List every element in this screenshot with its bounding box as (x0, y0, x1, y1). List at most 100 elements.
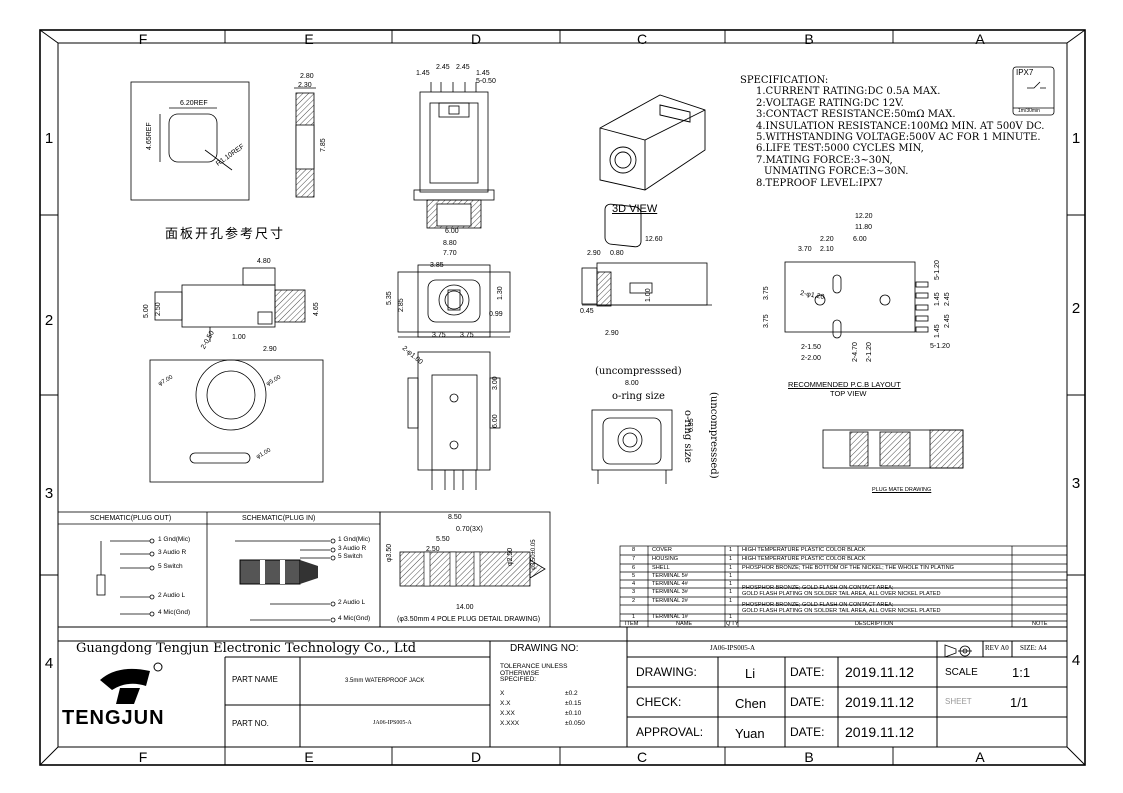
ipx-badge-note: 1m/30min (1018, 108, 1040, 114)
zone-row-right-3: 3 (1071, 475, 1081, 492)
spec-item: 2:VOLTAGE RATING:DC 12V. (756, 97, 904, 109)
zone-col-top-b: B (804, 31, 814, 47)
tol-fmt: X (500, 690, 505, 697)
plug-mate-label: PLUG MATE DRAWING (872, 487, 932, 493)
zone-col-top-d: D (470, 31, 482, 47)
dim-label: 12.60 (645, 236, 663, 243)
pcb-layout (784, 261, 929, 339)
dim-label: 0.70(3X) (456, 526, 483, 533)
spec-item: 7.MATING FORCE:3~30N, (756, 154, 893, 166)
bom-header-note: NOTE (1032, 621, 1048, 627)
schematic-out-pin: 1 Gnd(Mic) (158, 536, 191, 543)
dim-label: 2.80 (300, 73, 314, 80)
dim-label: 2-1.20 (866, 342, 873, 362)
bom-item: 5 (632, 573, 636, 579)
dim-label: 3.75 (432, 332, 446, 339)
bom-item: 7 (632, 556, 636, 562)
dim-label: 2.10 (820, 246, 834, 253)
zone-row-right-1: 1 (1071, 130, 1081, 147)
bom-qty: 1 (729, 589, 733, 595)
bom-item: 3 (632, 589, 636, 595)
dim-label: 0.80 (610, 250, 624, 257)
date-label: DATE: (790, 665, 825, 679)
dim-label: φ2.50 (507, 547, 514, 566)
dim-label: 2-2.00 (801, 355, 821, 362)
spec-title: SPECIFICATION: (740, 75, 829, 86)
dim-label: 5-1.20 (934, 260, 941, 280)
schematic-in-pin: 4 Mic(Gnd) (338, 615, 371, 622)
pcb-layout-label: RECOMMENDED P.C.B LAYOUT (788, 380, 901, 389)
dim-label: 6.00 (445, 228, 459, 235)
dim-label: 5.00 (143, 304, 150, 318)
ring-view (149, 359, 324, 483)
panel-cutout-label: 面板开孔参考尺寸 (165, 227, 286, 242)
dim-label: 12.20 (855, 213, 873, 220)
zone-col-top-c: C (636, 31, 648, 47)
uncompressed-view (591, 409, 673, 484)
schematic-in-pin: 1 Gnd(Mic) (338, 536, 371, 543)
schematic-in-pin: 3 Audio R (338, 545, 367, 552)
panel-cutout-view (130, 81, 250, 201)
bom-qty: 1 (729, 614, 733, 620)
bom-item: 1 (632, 614, 636, 620)
dim-label: 6.00 (853, 236, 867, 243)
uncompressed-side-label: (uncompresssed) (708, 392, 719, 479)
dim-label: φ3.50±0.05 (531, 539, 537, 570)
dim-label: 6.20REF (180, 100, 208, 107)
side-view-c (581, 262, 712, 307)
uncompressed-top-label: (uncompresssed) (595, 366, 682, 377)
dim-label: 1.00 (645, 288, 652, 302)
bottom-view (407, 351, 501, 490)
dim-label: 4.80 (257, 258, 271, 265)
specification-block: SPECIFICATION: 1.CURRENT RATING:DC 0.5A … (740, 75, 1044, 189)
zone-col-bottom-e: E (304, 749, 314, 765)
plug-detail-caption: (φ3.50mm 4 POLE PLUG DETAIL DRAWING) (397, 616, 541, 623)
panel-side-view (294, 87, 316, 198)
title-block-grid (58, 626, 1067, 747)
bom-header-desc: DESCRIPTION (855, 621, 894, 627)
tol-fmt: X.XXX (500, 720, 520, 727)
dim-label: 2.90 (587, 250, 601, 257)
spec-item: 1.CURRENT RATING:DC 0.5A MAX. (756, 86, 941, 98)
dim-label: 3.85 (430, 262, 444, 269)
bom-header-name: NAME (676, 621, 693, 627)
zone-row-right-2: 2 (1071, 300, 1081, 317)
side-view (154, 267, 306, 342)
schematic-in-pin: 5 Switch (338, 553, 363, 560)
dim-label: 3.00 (492, 376, 499, 390)
3d-view-label: 3D VIEW (612, 203, 658, 215)
projection-symbol-icon (944, 644, 972, 658)
spec-item: 6.LIFE TEST:5000 CYCLES MIN, (756, 143, 924, 155)
logo-wordmark: TENGJUN (62, 707, 165, 729)
bom-header-item: ITEM (625, 621, 639, 627)
dim-label: 3.75 (763, 286, 770, 300)
dim-label: 8.00 (625, 380, 639, 387)
zone-col-bottom-d: D (470, 749, 482, 765)
part-no-label: PART NO. (232, 719, 269, 728)
company-name: Guangdong Tengjun Electronic Technology … (76, 641, 417, 656)
schematic-out-pin: 4 Mic(Gnd) (158, 609, 191, 616)
dim-label: 1.00 (232, 334, 246, 341)
dim-label: 8.50 (448, 514, 462, 521)
dim-label: φ3.50 (386, 543, 393, 562)
dim-label: 1.45 (934, 324, 941, 338)
oring-size-top-label: o-ring size (612, 391, 665, 402)
bom-header-qty: Q'TY (726, 621, 739, 627)
top-view-label: TOP VIEW (830, 389, 867, 398)
dim-label: 1.30 (497, 286, 504, 300)
part-no-value: JA06-IPS005-A (373, 720, 412, 726)
dim-label: 2.45 (436, 64, 450, 71)
bom-desc: PHOSPHOR BRONZE; GOLD FLASH ON CONTACT A… (742, 585, 894, 591)
bom-desc: GOLD FLASH PLATING ON SOLDER TAIL AREA, … (742, 608, 941, 614)
approval-value: Yuan (735, 726, 765, 741)
dim-label: 2-4.70 (852, 342, 859, 362)
rev-value: REV A0 (985, 644, 1009, 652)
dim-label: 5.50 (436, 536, 450, 543)
front-mid-view (397, 264, 511, 338)
dim-label: 0.99 (489, 311, 503, 318)
bom-qty: 1 (729, 581, 733, 587)
zone-row-left-1: 1 (44, 130, 54, 147)
schematic-in-plug (235, 538, 336, 623)
bom-qty: 1 (729, 556, 733, 562)
drawing-no-value: JA06-IPS005-A (710, 644, 756, 652)
